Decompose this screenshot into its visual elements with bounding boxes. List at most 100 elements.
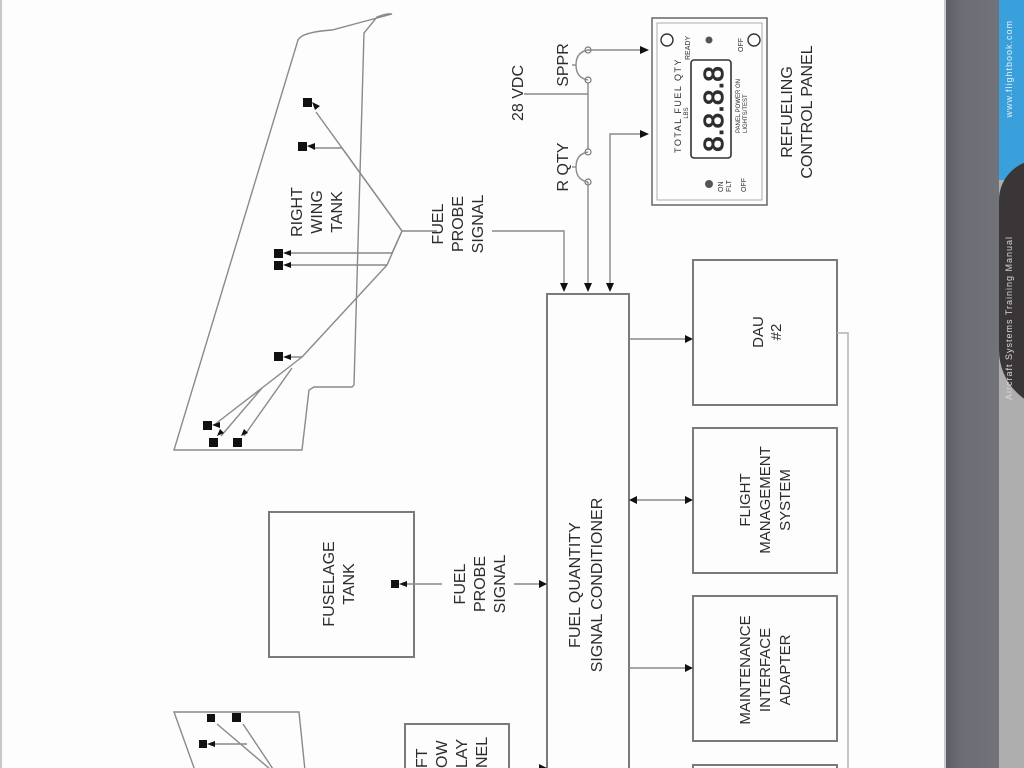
off-label-top: OFF xyxy=(738,38,745,52)
label-line: PROBE xyxy=(450,196,467,252)
probe xyxy=(232,713,241,722)
label-line: #2 xyxy=(768,324,785,341)
wing-probes xyxy=(203,98,312,447)
label-line: ADAPTER xyxy=(777,634,794,705)
arrow-icon xyxy=(399,581,407,587)
arrow-icon xyxy=(283,262,291,268)
left-wing-tank-partial xyxy=(173,711,306,768)
breaker-r-qty[interactable]: R QTY xyxy=(555,142,592,191)
arrow-icon xyxy=(539,580,547,588)
total-fuel-qty-label: TOTAL FUEL QTY xyxy=(673,58,683,153)
switch-label: LIGHTS/TEST xyxy=(743,94,749,133)
power-circuit: 28 VDC SPPR R QTY xyxy=(510,43,649,292)
signal-line xyxy=(288,264,388,358)
fuselage-tank-box xyxy=(268,511,415,658)
label-line: SYSTEM xyxy=(777,469,794,531)
refueling-panel-caption: REFUELING CONTROL PANEL xyxy=(779,45,816,178)
signal-line xyxy=(242,723,274,768)
refueling-control-panel: TOTAL FUEL QTY 8.8.8.8 LBS PANEL POWER O… xyxy=(651,17,816,206)
signal-line xyxy=(216,723,270,768)
label-line: SIGNAL xyxy=(470,195,487,254)
right-wing-tank: RIGHT WING TANK xyxy=(173,13,437,451)
breaker-label: R QTY xyxy=(555,142,572,191)
panel-inner-frame xyxy=(656,22,763,201)
signal-line xyxy=(492,230,565,287)
label-line: OW xyxy=(434,740,451,768)
label-line: FLIGHT xyxy=(737,473,754,526)
fuselage-tank: FUSELAGE TANK xyxy=(268,511,547,658)
power-label-28vdc: 28 VDC xyxy=(510,65,527,121)
arrow-icon xyxy=(283,354,291,360)
fault-label: FLT xyxy=(726,179,733,192)
viewer-side-panel: www.flightbook.com Aircraft Systems Trai… xyxy=(944,0,1024,768)
arrow-icon xyxy=(685,335,693,343)
label-line: FUSELAGE xyxy=(321,541,338,626)
label-line: DAU xyxy=(750,316,767,348)
arrow-icon xyxy=(539,764,547,768)
mia-box xyxy=(692,595,838,742)
breaker-sppr[interactable]: SPPR xyxy=(555,43,592,87)
arrow-icon xyxy=(283,250,291,256)
arrow-icon xyxy=(307,143,315,150)
test-switch[interactable] xyxy=(705,36,713,44)
arrow-icon xyxy=(685,496,693,504)
label-line: FT xyxy=(414,748,431,768)
arrow-icon xyxy=(584,283,592,292)
document-page: RIGHT WING TANK FUEL PROBE SIGNAL 28 VDC… xyxy=(0,0,849,768)
label-line: SIGNAL CONDITIONER xyxy=(589,498,606,673)
output-maintenance-interface-adapter: MAINTENANCE INTERFACE ADAPTER xyxy=(629,595,838,742)
ready-label: READY xyxy=(685,36,692,60)
on-label: ON xyxy=(718,182,725,193)
unit-label: LBS xyxy=(684,107,690,118)
left-wing-outline xyxy=(173,711,306,768)
signal-conditioner-box xyxy=(546,293,630,768)
cover-dark-shape xyxy=(999,160,1024,410)
right-wing-outline xyxy=(173,13,393,451)
output-flight-management-system: FLIGHT MANAGEMENT SYSTEM xyxy=(629,427,838,574)
cover-text-top: www.flightbook.com xyxy=(1004,20,1014,118)
probe xyxy=(199,740,207,748)
probe-4 xyxy=(274,261,283,270)
probe-7 xyxy=(209,438,218,447)
power-switch[interactable] xyxy=(705,180,713,188)
arrow-icon xyxy=(640,130,649,138)
arrow-icon xyxy=(560,283,568,292)
left-display-panel-partial: FT OW LAY NEL xyxy=(404,723,547,768)
label-line: WING xyxy=(309,190,326,234)
fuselage-probe xyxy=(391,580,399,588)
arrow-icon xyxy=(207,741,215,747)
fuel-quantity-signal-conditioner: FUEL QUANTITY SIGNAL CONDITIONER xyxy=(546,293,630,768)
label-line: MANAGEMENT xyxy=(757,446,774,554)
cover-blue-band xyxy=(999,0,1024,180)
output-dau-2: DAU #2 xyxy=(629,259,838,406)
label-line: NEL xyxy=(474,737,491,768)
page-gutter xyxy=(944,0,999,768)
off-label-bottom: OFF xyxy=(741,178,748,192)
signal-line xyxy=(312,147,403,232)
signal-line xyxy=(220,387,263,437)
cover-text-mid: Aircraft Systems Training Manual xyxy=(1004,235,1014,400)
label-line: CONTROL PANEL xyxy=(799,45,816,178)
label-line: SIGNAL xyxy=(492,555,509,614)
arrow-icon xyxy=(629,496,637,504)
label-line: LAY xyxy=(454,739,471,768)
fuel-quantity-diagram: RIGHT WING TANK FUEL PROBE SIGNAL 28 VDC… xyxy=(173,13,849,768)
label-line: TANK xyxy=(341,563,358,605)
fuel-probe-signal-label-top: FUEL PROBE SIGNAL xyxy=(430,195,487,254)
label-line: REFUELING xyxy=(779,66,796,158)
panel-power-label: PANEL POWER ON xyxy=(736,79,742,133)
fms-box xyxy=(692,427,838,574)
label-line: INTERFACE xyxy=(757,628,774,712)
arrow-icon xyxy=(606,283,614,292)
arrow-icon xyxy=(241,429,248,436)
probe-2 xyxy=(298,142,307,151)
book-cover-edge: www.flightbook.com Aircraft Systems Trai… xyxy=(999,0,1024,768)
fuel-probe-signal-label-mid: FUEL PROBE SIGNAL xyxy=(452,555,509,614)
arrow-icon xyxy=(212,422,220,428)
label-line: RIGHT xyxy=(289,187,306,237)
breaker-label: SPPR xyxy=(555,43,572,87)
label-line: FUEL QUANTITY xyxy=(567,522,584,648)
label-line: FUEL xyxy=(452,563,469,604)
probe-6 xyxy=(203,421,212,430)
probe-1 xyxy=(303,98,312,107)
